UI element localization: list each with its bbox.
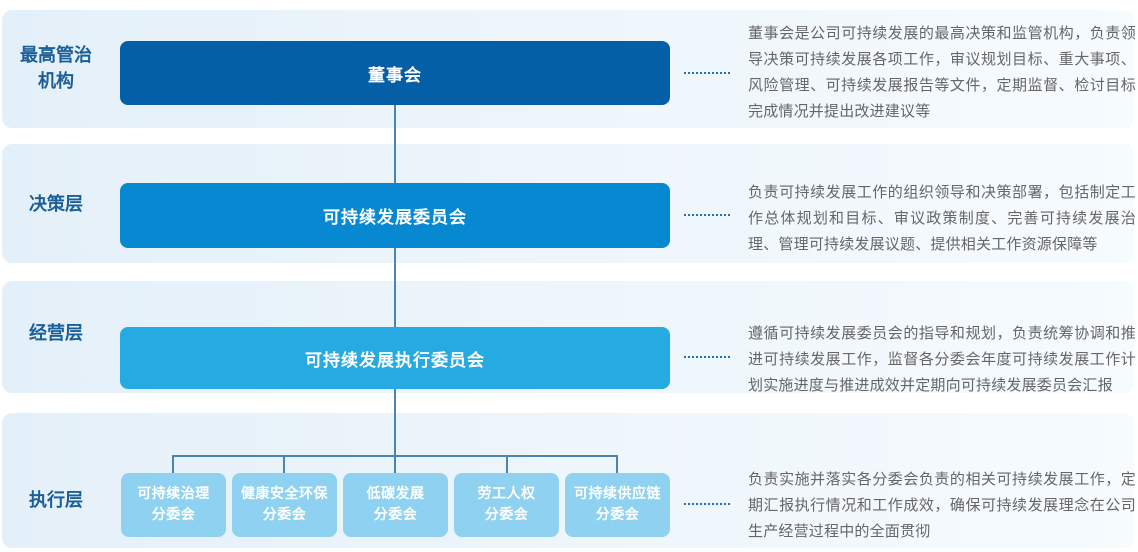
subcommittee-name-line1: 可持续治理 [137,486,210,502]
dotted-leader-row4 [684,503,730,505]
subcommittee-name-line2: 分委会 [373,507,418,523]
tier-label-governance-line2: 机构 [38,71,74,92]
subcommittee-name-line2: 分委会 [262,507,307,523]
description-governance: 董事会是公司可持续发展的最高决策和监管机构，负责领导决策可持续发展各项工作，审议… [748,24,1136,120]
subcommittee-name-line1: 劳工人权 [477,486,536,502]
connector-drop-subcommittee-1 [172,455,174,473]
node-sustainability-committee: 可持续发展委员会 [120,183,670,248]
connector-branch-horizontal [172,455,618,457]
subcommittee-name-line1: 低碳发展 [366,486,425,502]
description-execution: 负责实施并落实各分委会负责的相关可持续发展工作，定期汇报执行情况和工作成效，确保… [748,470,1136,540]
connector-drop-subcommittee-4 [506,455,508,473]
node-subcommittee-governance: 可持续治理 分委会 [121,473,226,537]
node-board-of-directors: 董事会 [120,41,670,105]
tier-label-governance: 最高管治 机构 [6,43,106,95]
connector-board-to-committee [394,105,396,183]
node-subcommittee-supply-chain: 可持续供应链 分委会 [565,473,670,537]
tier-label-decision: 决策层 [29,194,83,215]
subcommittee-name-line2: 分委会 [484,507,529,523]
node-subcommittee-hse: 健康安全环保 分委会 [232,473,337,537]
node-sustainability-exec-committee: 可持续发展执行委员会 [120,327,670,389]
dotted-leader-row2 [684,214,730,216]
connector-exec-to-subcommittees [394,389,396,473]
node-subcommittee-low-carbon: 低碳发展 分委会 [343,473,448,537]
description-decision: 负责可持续发展工作的组织领导和决策部署，包括制定工作总体规划和目标、审议政策制度… [748,183,1136,253]
connector-committee-to-exec [394,248,396,327]
tier-label-governance-line1: 最高管治 [20,45,92,66]
subcommittee-name-line1: 健康安全环保 [241,486,328,502]
description-operation: 遵循可持续发展委员会的指导和规划，负责统筹协调和推进可持续发展工作，监督各分委会… [748,324,1136,394]
subcommittee-name-line2: 分委会 [151,507,196,523]
tier-label-execution: 执行层 [29,490,83,511]
dotted-leader-row3 [684,356,730,358]
dotted-leader-row1 [684,72,730,74]
tier-label-operation: 经营层 [29,323,83,344]
subcommittee-name-line1: 可持续供应链 [574,486,661,502]
subcommittee-name-line2: 分委会 [595,507,640,523]
connector-drop-subcommittee-2 [283,455,285,473]
node-subcommittee-labor-rights: 劳工人权 分委会 [454,473,559,537]
connector-drop-subcommittee-5 [616,455,618,473]
